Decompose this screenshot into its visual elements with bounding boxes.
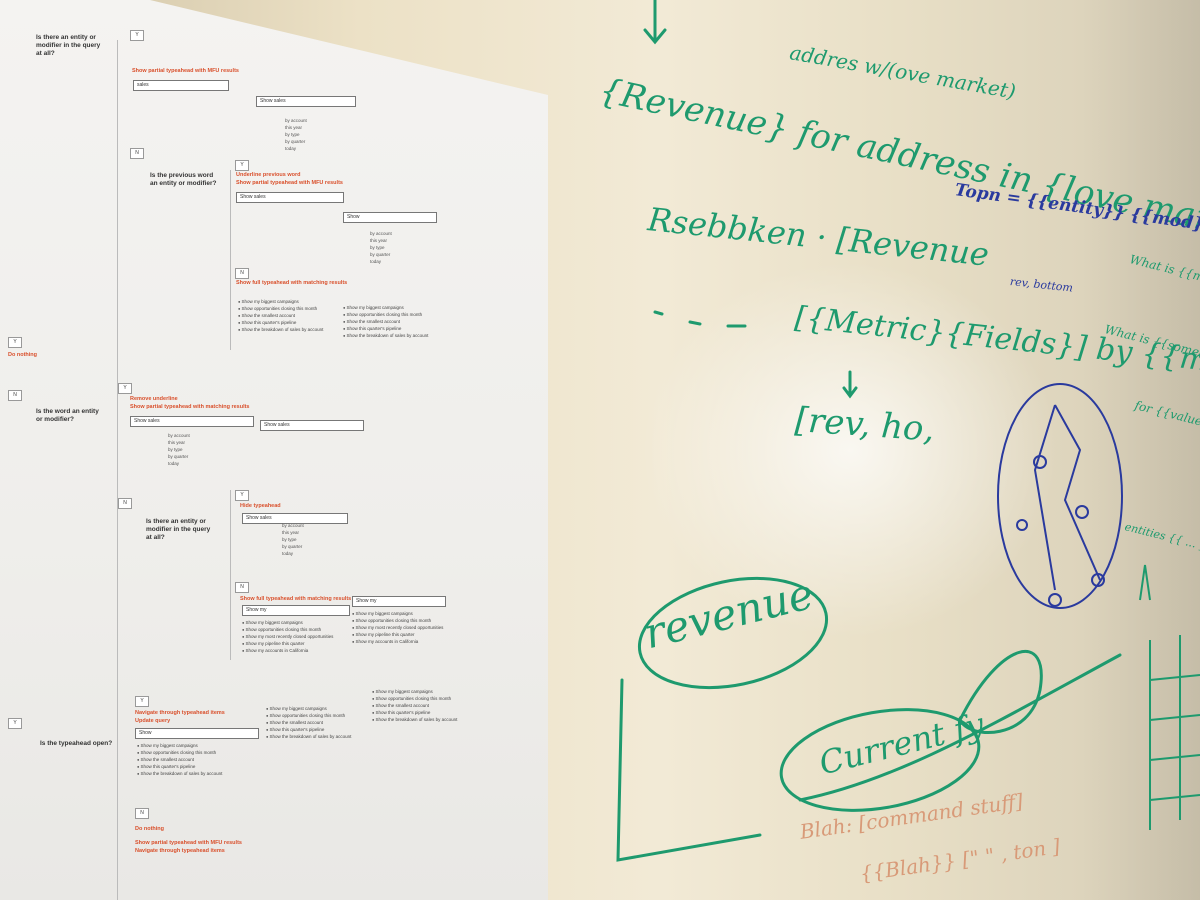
arrow-down-icon (643, 0, 667, 45)
loop-shape (958, 650, 1043, 734)
search-box: Show my (242, 605, 350, 616)
yes-tag: Y (8, 337, 22, 348)
flow-line (230, 170, 231, 350)
swoosh-line (798, 653, 1122, 802)
tree-circle-diagram (997, 383, 1123, 609)
suggestion-list: by account this year by type by quarter … (370, 231, 392, 264)
action-text: Show partial typeahead with MFU results (236, 180, 343, 186)
search-box: Show sales (130, 416, 254, 427)
current-fy-circle (779, 708, 981, 812)
yes-tag: Y (130, 30, 144, 41)
action-text: Do nothing (135, 826, 165, 832)
action-text: Hide typeahead (240, 503, 281, 509)
action-text: Do nothing (8, 352, 38, 358)
suggestion-list: by account this year by type by quarter … (285, 118, 307, 151)
yes-tag: Y (135, 696, 149, 707)
right-table-sketch (1139, 564, 1200, 830)
dash-marks (653, 310, 747, 328)
action-text: Remove underline (130, 396, 178, 402)
typeahead-options: Show my biggest campaigns Show opportuni… (238, 298, 324, 333)
action-text: Show partial typeahead with MFU results (132, 68, 239, 74)
typeahead-options: Show my biggest campaigns Show opportuni… (266, 705, 352, 740)
no-tag: N (8, 390, 22, 401)
question-text: Is there an entity or modifier in the qu… (36, 34, 101, 57)
search-box: Show (135, 728, 259, 739)
action-text: Update query (135, 718, 171, 724)
action-text: Show partial typeahead with MFU results (135, 840, 242, 846)
yes-tag: Y (118, 383, 132, 394)
search-box: Show sales (260, 420, 364, 431)
flowchart-paper: Y N Y N Y N Y N Y N Y Y N Is there an en… (0, 0, 548, 900)
question-text: Is there an entity or modifier in the qu… (146, 518, 211, 541)
action-text: Navigate through typeahead items (135, 848, 225, 854)
search-box: sales (133, 80, 229, 91)
revenue-circle (637, 576, 829, 690)
no-tag: N (130, 148, 144, 159)
search-box: Show (343, 212, 437, 223)
search-box: Show sales (236, 192, 344, 203)
search-box: Show my (352, 596, 446, 607)
search-box: Show sales (242, 513, 348, 524)
yes-tag: Y (235, 490, 249, 501)
typeahead-options: Show my biggest campaigns Show opportuni… (242, 619, 334, 654)
typeahead-options: Show my biggest campaigns Show opportuni… (372, 688, 458, 723)
typeahead-options: Show my biggest campaigns Show opportuni… (352, 610, 444, 645)
question-text: Is the typeahead open? (40, 740, 113, 747)
no-tag: N (235, 582, 249, 593)
action-text: Show full typeahead with matching result… (240, 596, 352, 602)
no-tag: N (235, 268, 249, 279)
no-tag: N (118, 498, 132, 509)
search-box: Show sales (256, 96, 356, 107)
action-text: Underline previous word (236, 172, 301, 178)
question-text: Is the previous word an entity or modifi… (150, 172, 217, 187)
yes-tag: Y (8, 718, 22, 729)
yes-tag: Y (235, 160, 249, 171)
action-text: Navigate through typeahead items (135, 710, 225, 716)
suggestion-list: by account this year by type by quarter … (168, 433, 190, 466)
typeahead-options: Show my biggest campaigns Show opportuni… (343, 304, 429, 339)
bracket-line (616, 678, 762, 862)
flow-line (117, 40, 118, 900)
no-tag: N (135, 808, 149, 819)
action-text: Show full typeahead with matching result… (236, 280, 348, 286)
action-text: Show partial typeahead with matching res… (130, 404, 250, 410)
suggestion-list: by account this year by type by quarter … (282, 523, 304, 556)
flow-line (230, 490, 231, 660)
typeahead-options: Show my biggest campaigns Show opportuni… (137, 742, 223, 777)
question-text: Is the word an entity or modifier? (36, 408, 99, 423)
